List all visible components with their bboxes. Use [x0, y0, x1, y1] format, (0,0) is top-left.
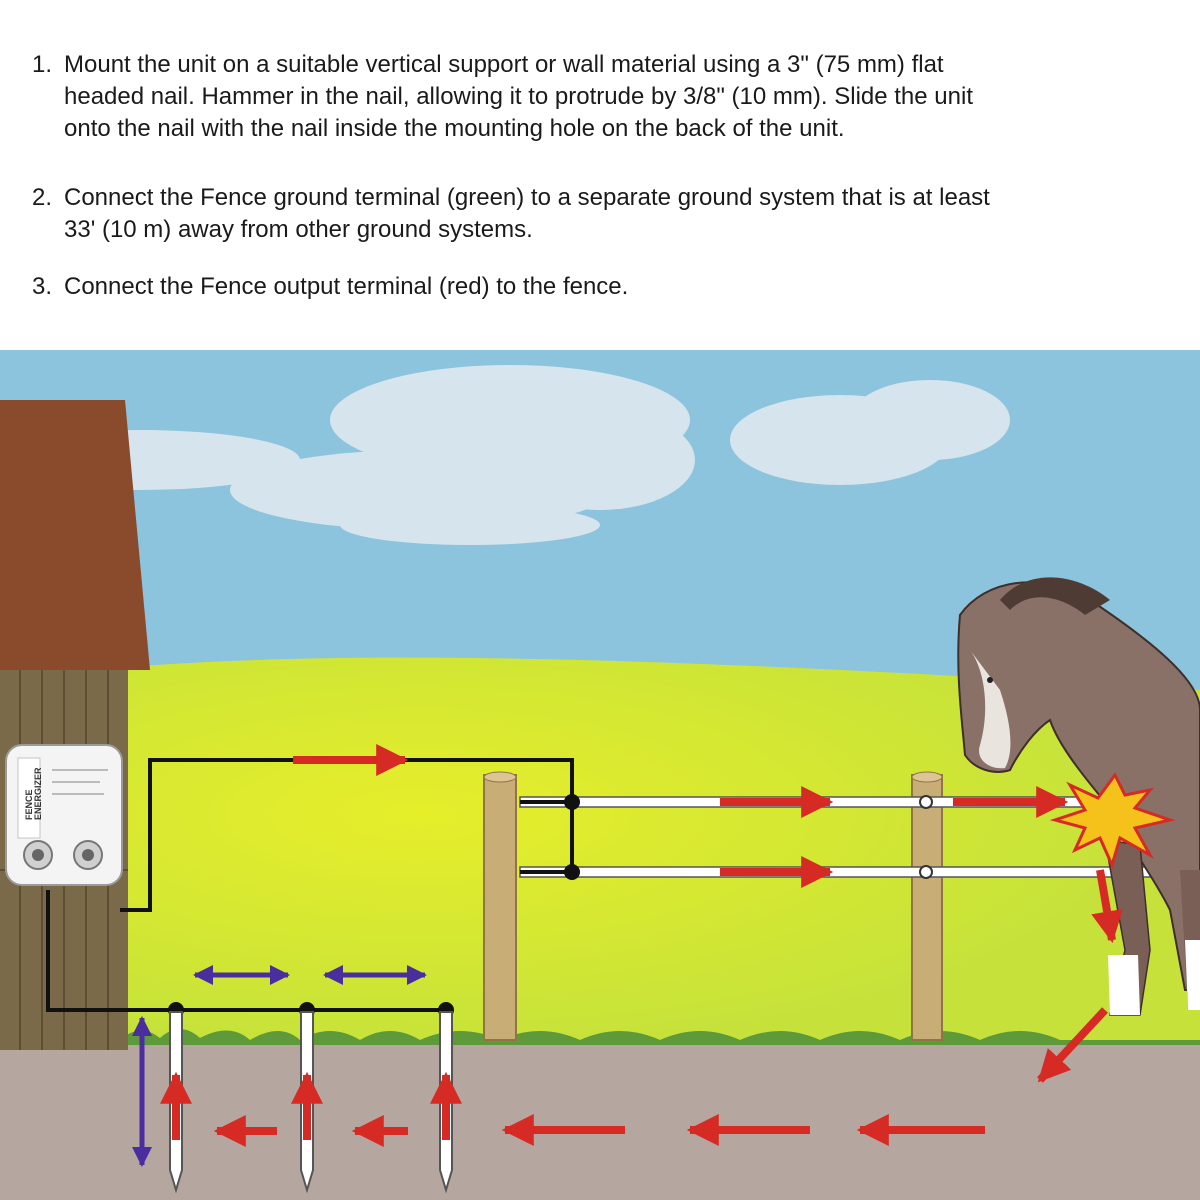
energizer-label-line2: ENERGIZER — [33, 767, 43, 820]
step-text-line: Mount the unit on a suitable vertical su… — [64, 51, 944, 78]
step-number: 2. — [32, 184, 53, 211]
fence-installation-illustration: FENCE ENERGIZER — [0, 350, 1200, 1200]
energizer-label-line1: FENCE — [24, 789, 34, 820]
step-number: 1. — [32, 51, 53, 78]
spark-icon — [1049, 772, 1176, 870]
horse-figure — [957, 577, 1200, 1016]
step-text-line: Connect the Fence output terminal (red) … — [64, 273, 629, 300]
current-arrow — [160, 744, 1123, 1147]
instruction-step-1: 1. Mount the unit on a suitable vertical… — [32, 49, 1172, 145]
barn — [0, 400, 150, 1050]
step-text-line: headed nail. Hammer in the nail, allowin… — [64, 83, 973, 110]
soil — [0, 1045, 1200, 1200]
fence-post — [911, 771, 943, 1041]
step-text-line: onto the nail with the nail inside the m… — [64, 115, 845, 142]
energizer-unit: FENCE ENERGIZER — [5, 744, 123, 886]
instruction-step-3: 3. Connect the Fence output terminal (re… — [32, 271, 1172, 303]
step-text-line: 33' (10 m) away from other ground system… — [64, 216, 533, 243]
instruction-step-2: 2. Connect the Fence ground terminal (gr… — [32, 182, 1172, 246]
step-text-line: Connect the Fence ground terminal (green… — [64, 184, 990, 211]
step-number: 3. — [32, 273, 53, 300]
instructions: 1. Mount the unit on a suitable vertical… — [0, 0, 1200, 350]
grass-field — [0, 657, 1200, 1050]
ground-spacing-arrow — [132, 965, 427, 1167]
fence-post — [483, 771, 517, 1041]
